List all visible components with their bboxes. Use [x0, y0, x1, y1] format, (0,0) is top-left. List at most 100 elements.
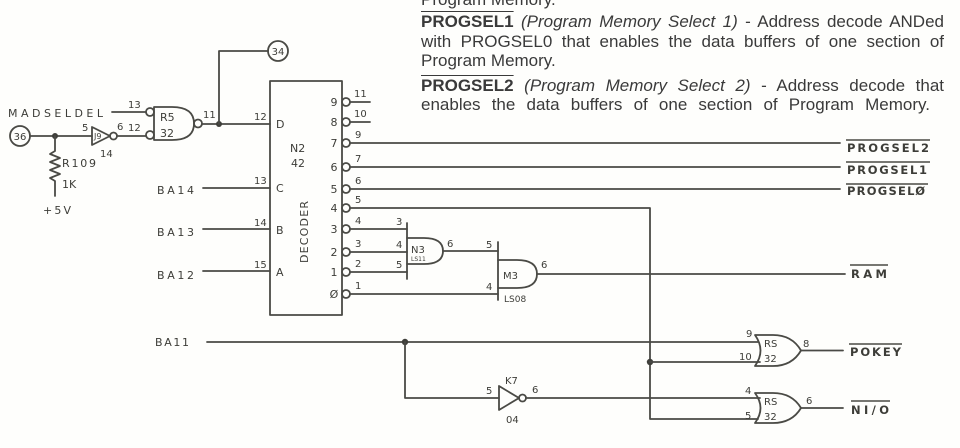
- decoder-output-pin: 5: [355, 195, 361, 206]
- wire-ba11-to-k7: [404, 341, 500, 399]
- gate-pokey-ref: RS: [764, 339, 777, 350]
- decoder-input-b-pin: 14: [254, 218, 267, 229]
- gate-r5-input-bubble: [145, 107, 155, 117]
- decoder-output-name: 8: [331, 116, 338, 129]
- progsel1-description-line-2: with PROGSEL0 that enables the data buff…: [421, 32, 944, 51]
- signal-ba12-label: BA12: [157, 269, 194, 282]
- gate-pokey-pin-in: 9: [746, 329, 752, 340]
- gate-nio: [754, 392, 802, 424]
- gate-nio-ref: RS: [764, 397, 777, 408]
- progsel2-expansion: (Program Memory Select 2): [513, 76, 751, 95]
- signal-ba11-label: BA11: [155, 336, 189, 349]
- resistor-r109: [49, 135, 61, 197]
- madseldel-label: MADSELDEL: [8, 107, 104, 120]
- decoder-output-name: 5: [331, 183, 338, 196]
- decoder-output-name: 4: [331, 202, 338, 215]
- inverter-k7-bubble: [518, 393, 527, 403]
- gate-nio-pin-in: 5: [745, 411, 751, 422]
- gate-n3-ref: N3: [411, 245, 425, 256]
- decoder-n2: [269, 80, 343, 316]
- decoder-output-bubble: [341, 289, 351, 299]
- decoder-input-a-pin: 15: [254, 260, 267, 271]
- gate-n3-pin-in: 5: [396, 260, 402, 271]
- decoder-output-name: 3: [331, 223, 338, 236]
- gate-pokey-type: 32: [764, 354, 777, 365]
- wire-decoder-out-4-to-gates: [349, 207, 759, 420]
- decoder-output-name: 6: [331, 161, 338, 174]
- gate-pokey-pin-in: 10: [739, 352, 752, 363]
- progsel2-text: - Address decode that: [750, 76, 945, 95]
- decoder-output-pin: 4: [355, 216, 361, 227]
- inverter-j9-ref: J9: [93, 132, 101, 141]
- output-label-progsel2: PROGSEL2: [847, 141, 929, 155]
- progsel1-signal-name: PROGSEL1: [421, 12, 514, 31]
- output-label-progsel1: PROGSEL1: [847, 163, 927, 177]
- decoder-input-d-pin: 12: [254, 112, 267, 123]
- resistor-r109-value: 1K: [62, 178, 77, 191]
- decoder-input-b: B: [276, 224, 284, 237]
- progsel1-text: - Address decode ANDed: [737, 12, 944, 31]
- gate-r5-output-bubble: [193, 118, 203, 129]
- offsheet-connector-36-label: 36: [14, 132, 27, 143]
- supply-5v-label: +5V: [43, 204, 71, 217]
- gate-nio-type: 32: [764, 412, 777, 423]
- inverter-k7-pin-in: 5: [486, 386, 492, 397]
- gate-r5-pin-out: 11: [203, 110, 216, 121]
- inverter-k7: [498, 385, 520, 411]
- decoder-output-bubble: [341, 267, 351, 277]
- offsheet-connector-34-label: 34: [272, 47, 285, 58]
- decoder-ref: N2: [290, 142, 305, 155]
- decoder-output-bubble: [341, 224, 351, 234]
- gate-m3-pin-in: 5: [486, 240, 492, 251]
- decoder-input-c: C: [276, 182, 284, 195]
- decoder-output-pin: 7: [355, 154, 361, 165]
- progsel1-expansion: (Program Memory Select 1): [513, 12, 738, 31]
- output-label-progsel0: PROGSELØ: [847, 184, 925, 198]
- progsel2-description-line-2: enables the data buffers of one section …: [421, 95, 930, 114]
- output-label-pokey: POKEY: [850, 345, 902, 359]
- decoder-output-bubble: [341, 247, 351, 257]
- progsel1-description-line-3: Program Memory.: [421, 51, 556, 70]
- inverter-j9-pin-out: 6: [117, 122, 123, 133]
- decoder-output-bubble: [341, 138, 351, 148]
- gate-n3-pin-in: 3: [396, 217, 402, 228]
- decoder-output-pin: 3: [355, 239, 361, 250]
- decoder-output-pin: 11: [354, 89, 367, 100]
- gate-r5-type: 32: [160, 127, 174, 140]
- decoder-output-pin: 1: [355, 281, 361, 292]
- inverter-j9-bubble: [109, 131, 118, 141]
- gate-r5-ref: R5: [160, 111, 175, 124]
- decoder-output-pin: 6: [355, 176, 361, 187]
- inverter-j9-pkg-pin: 14: [100, 149, 113, 160]
- decoder-output-bubble: [341, 117, 351, 127]
- decoder-output-bubble: [341, 184, 351, 194]
- progsel2-signal-name: PROGSEL2: [421, 76, 514, 95]
- decoder-output-bubble: [341, 203, 351, 213]
- gate-n3-pin-in: 4: [396, 240, 402, 251]
- decoder-title: DECODER: [298, 201, 311, 263]
- decoder-input-c-pin: 13: [254, 176, 267, 187]
- decoder-output-pin: 2: [355, 259, 361, 270]
- signal-ba14-label: BA14: [157, 184, 194, 197]
- output-label-nio: NI/O: [851, 403, 889, 417]
- gate-pokey-pin-out: 8: [803, 339, 809, 350]
- decoder-output-name: 2: [331, 246, 338, 259]
- gate-nio-pin-in: 4: [745, 386, 751, 397]
- inverter-j9-pin-in: 5: [82, 123, 88, 134]
- progsel1-description-line-1: PROGSEL1 (Program Memory Select 1) - Add…: [421, 12, 944, 32]
- decoder-input-a: A: [276, 266, 284, 279]
- gate-r5-pin-in-a: 13: [128, 100, 141, 111]
- inverter-k7-pin-out: 6: [532, 385, 538, 396]
- decoder-type: 42: [291, 157, 305, 170]
- gate-m3-type: LS08: [504, 295, 526, 305]
- resistor-r109-ref: R109: [62, 157, 96, 170]
- decoder-output-name: Ø: [330, 288, 339, 301]
- description-cut-line: Program Memory.: [421, 0, 556, 10]
- gate-nio-pin-out: 6: [806, 396, 812, 407]
- decoder-output-name: 7: [331, 137, 338, 150]
- gate-m3-pin-out: 6: [541, 260, 547, 271]
- gate-n3-pin-out: 6: [447, 239, 453, 250]
- gate-pokey: [754, 334, 802, 367]
